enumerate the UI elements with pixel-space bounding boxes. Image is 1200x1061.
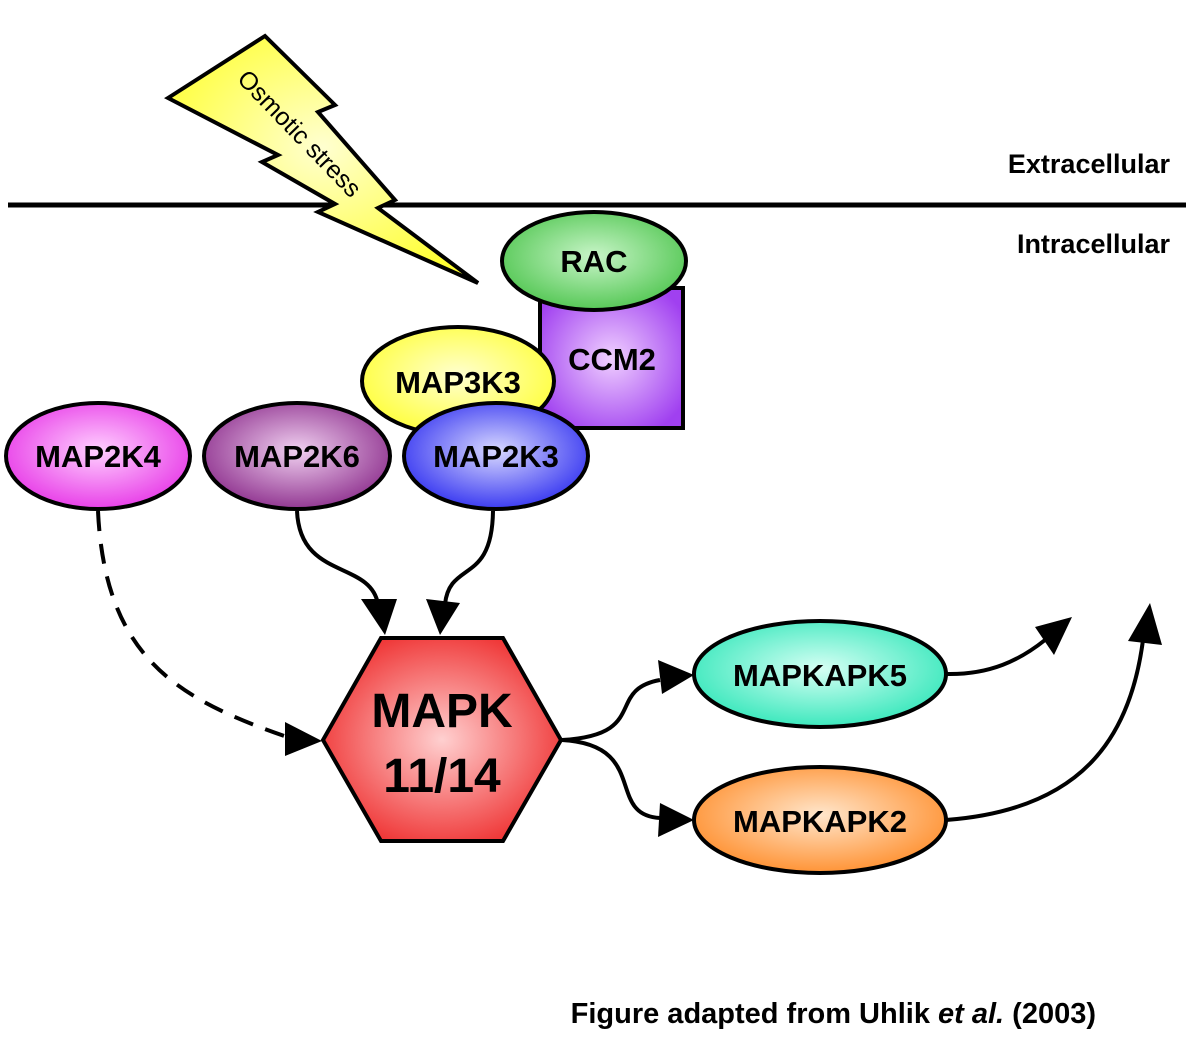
arrowhead-mapkapk2: [658, 803, 694, 837]
arrow-map2k6-to-mapk: [295, 510, 380, 605]
arrow-map2k3-to-mapk: [443, 510, 495, 605]
arrow-mapk-to-mapkapk5: [561, 678, 661, 742]
caption-after: (2003): [1004, 998, 1096, 1030]
arrowhead-map2k4: [285, 722, 322, 756]
ccm2-node: [538, 286, 685, 430]
extracellular-label: Extracellular: [1008, 149, 1171, 179]
arrow-mapkapk2-downstream: [945, 639, 1145, 822]
mapkapk5-label: MAPKAPK5: [733, 658, 907, 693]
osmotic-stress-bolt: [164, 33, 480, 285]
arrowhead-map2k3: [426, 599, 460, 635]
arrowhead-mapkapk5: [658, 660, 694, 694]
arrow-mapkapk5-downstream: [945, 638, 1047, 677]
mapk-label-line1: MAPK: [371, 685, 513, 738]
map2k4-label: MAP2K4: [35, 439, 162, 474]
map2k4-node: [4, 401, 192, 511]
map2k3-label: MAP2K3: [433, 439, 559, 474]
rac-node: [500, 210, 688, 312]
mapkapk2-label: MAPKAPK2: [733, 804, 907, 839]
arrowhead-map2k6: [361, 599, 397, 635]
ccm2-label: CCM2: [568, 342, 656, 377]
figure-caption: Figure adapted from Uhlik et al. (2003): [571, 998, 1096, 1030]
caption-before: Figure adapted from Uhlik: [571, 998, 938, 1030]
map3k3-label: MAP3K3: [395, 365, 521, 400]
mapk-node: [320, 636, 564, 843]
caption-italic: et al.: [938, 998, 1004, 1030]
arrow-map2k4-to-mapk: [96, 510, 291, 740]
map2k3-node: [402, 401, 590, 511]
map2k6-node: [202, 401, 392, 511]
arrowhead-mapkapk5-downstream: [1035, 617, 1072, 655]
map2k6-label: MAP2K6: [234, 439, 360, 474]
arrowhead-mapkapk2-downstream: [1128, 603, 1162, 645]
arrow-mapk-to-mapkapk2: [561, 738, 661, 820]
mapk-label-line2: 11/14: [383, 750, 501, 803]
rac-label: RAC: [560, 244, 627, 279]
intracellular-label: Intracellular: [1017, 229, 1171, 259]
